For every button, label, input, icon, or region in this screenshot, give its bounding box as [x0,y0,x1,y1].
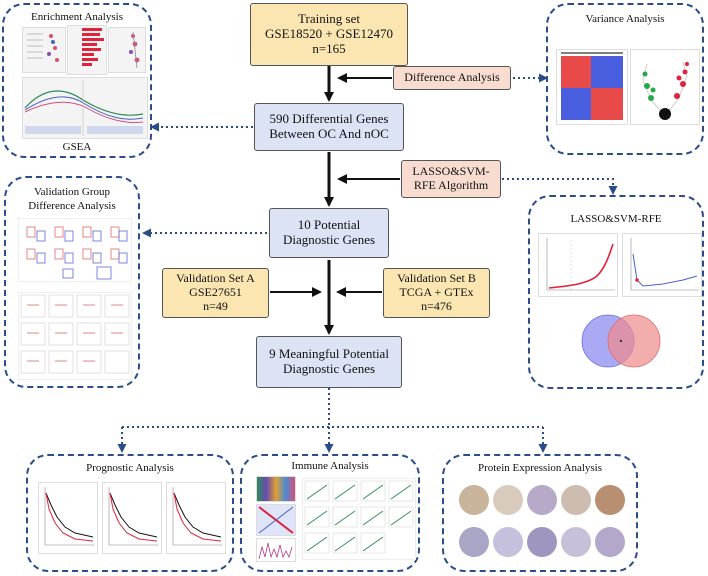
lasso-line1: LASSO&SVM- [412,164,490,179]
valA-line2: GSE27651 [189,285,242,300]
venn-diagram-thumb [574,307,668,371]
lasso-line2: RFE Algorithm [413,178,489,192]
ihc-images-thumb [456,478,628,566]
valB-line3: n=476 [421,298,452,313]
variance-title: Variance Analysis [585,13,665,25]
enrichment-title: Enrichment Analysis [31,11,123,23]
heatmap-thumb [556,49,628,125]
meaningful-line2: Diagnostic Genes [282,361,376,376]
training-set-node: Training set GSE18520 + GSE12470 n=165 [250,3,408,66]
potential-line1: 10 Potential [297,217,361,233]
degs-node: 590 Differential Genes Between OC And nO… [254,103,404,151]
lasso-curve-thumb [538,233,618,297]
km-plot-1-thumb [38,482,98,554]
valA-line1: Validation Set A [176,271,255,286]
valB-line1: Validation Set B [397,271,476,286]
immune-correlation-thumb [256,504,296,536]
immune-analysis-panel: Immune Analysis [240,454,420,572]
immune-scatter-grid-thumb [302,478,416,560]
dotted-lasso-to-panel [502,178,618,195]
valB-line2: TCGA + GTEx [399,285,474,300]
immune-stacked-bar-thumb [256,476,296,502]
validation-title-line2: Difference Analysis [28,200,116,212]
difference-label: Difference Analysis [404,70,500,85]
enrichment-analysis-panel: Enrichment Analysis GSEA [2,3,152,158]
training-line2: GSE18520 + GSE12470 [265,26,393,42]
protein-expression-panel: Protein Expression Analysis [442,454,638,572]
difference-analysis-node: Difference Analysis [393,66,511,90]
potential-genes-node: 10 Potential Diagnostic Genes [269,208,389,258]
immune-violin-thumb [256,538,296,562]
km-plot-3-thumb [166,482,226,554]
variance-analysis-panel: Variance Analysis [546,3,704,155]
validation-set-b-node: Validation Set B TCGA + GTEx n=476 [383,268,490,318]
meaningful-line1: 9 Meaningful Potential [269,346,389,362]
meaningful-genes-node: 9 Meaningful Potential Diagnostic Genes [256,336,402,388]
validation-set-a-node: Validation Set A GSE27651 n=49 [162,268,269,318]
training-line1: Training set [298,11,360,27]
svm-rfe-curve-thumb [622,233,702,297]
enrichment-dotplot2-thumb [108,27,146,73]
enrichment-dotplot-thumb [22,27,66,73]
prognostic-title: Prognostic Analysis [86,462,174,474]
gsea-plots-thumb [22,77,148,139]
km-plot-2-thumb [102,482,162,554]
degs-line2: Between OC And nOC [269,126,389,141]
training-line3: n=165 [312,40,346,56]
gsea-subtitle: GSEA [62,141,92,153]
valA-line3: n=49 [203,298,228,313]
degs-line1: 590 Differential Genes [269,111,389,127]
volcano-plot-thumb [630,49,700,125]
lasso-panel-title: LASSO&SVM-RFE [570,213,662,225]
enrichment-barplot-thumb [67,25,107,75]
lasso-svm-rfe-panel: LASSO&SVM-RFE [528,195,704,389]
validation-group-panel: Validation Group Difference Analysis [4,176,140,388]
validation-boxplots-thumb [18,218,132,282]
immune-title: Immune Analysis [291,460,369,472]
protein-title: Protein Expression Analysis [477,462,603,474]
validation-grid-thumb [18,292,132,380]
lasso-svm-node: LASSO&SVM- RFE Algorithm [401,160,501,198]
prognostic-analysis-panel: Prognostic Analysis [26,454,234,572]
potential-line2: Diagnostic Genes [282,232,376,247]
validation-title-line1: Validation Group [33,186,111,198]
